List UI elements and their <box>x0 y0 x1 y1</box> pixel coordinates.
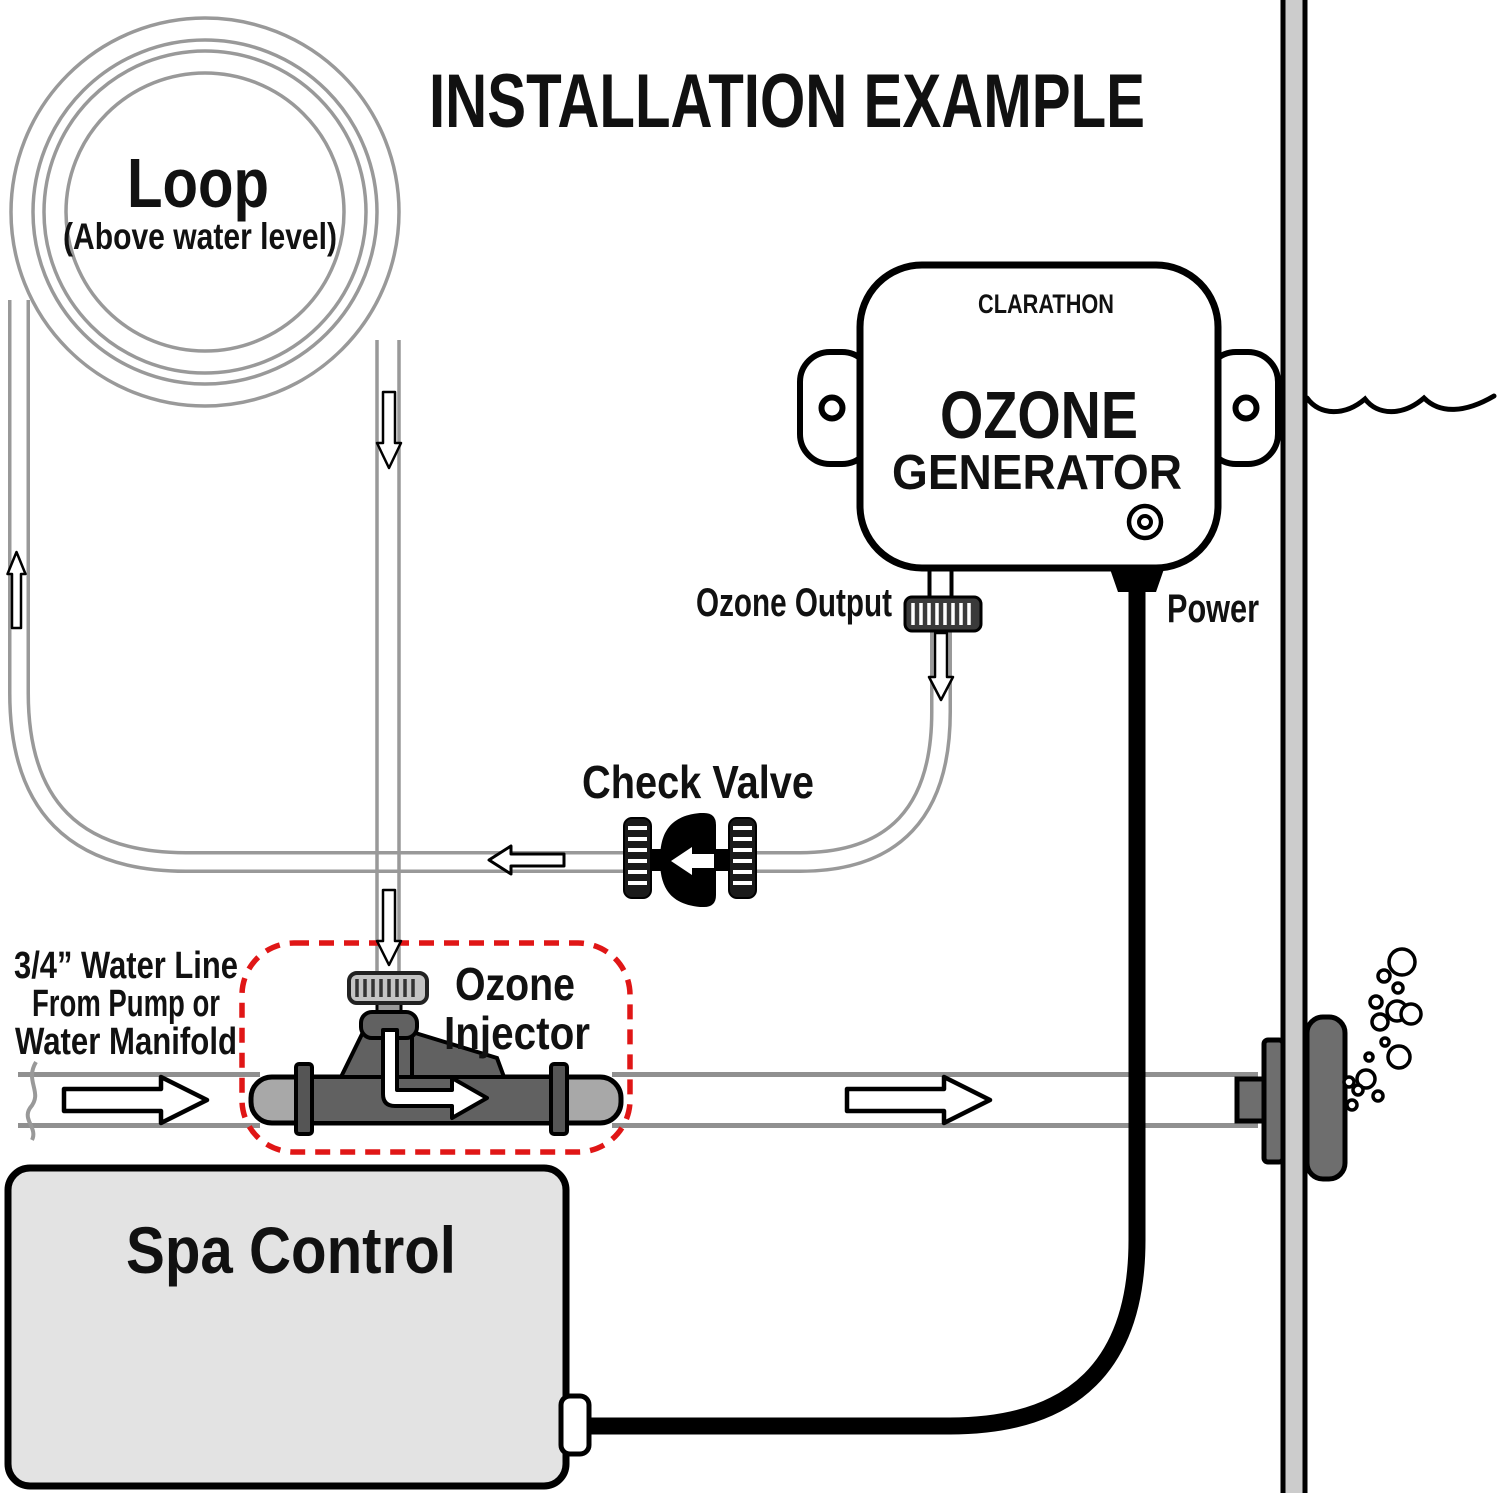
check-valve <box>623 813 757 907</box>
pipe-flow-arrow-left-icon <box>61 1074 210 1126</box>
injector-label-line2: Injector <box>444 1007 590 1059</box>
bubbles-icon <box>1342 947 1423 1112</box>
check-valve-label: Check Valve <box>582 756 814 808</box>
check-valve-barb-left <box>623 817 652 899</box>
injector-barb-icon <box>347 971 429 1005</box>
water-line-label-line3: Water Manifold <box>15 1021 237 1063</box>
generator-name-line2: GENERATOR <box>892 446 1182 500</box>
water-line-label-line2: From Pump or <box>32 983 220 1025</box>
ozone-output-label: Ozone Output <box>696 581 892 625</box>
generator-brand-label: CLARATHON <box>978 289 1114 319</box>
injector-flange-right <box>549 1062 569 1136</box>
tubing-loop-coil <box>9 16 401 408</box>
down-arrow-icon <box>375 888 403 967</box>
generator-body <box>856 261 1222 572</box>
down-arrow-icon <box>927 631 955 702</box>
pipe-break-mark <box>25 1060 38 1141</box>
power-connector <box>1110 569 1164 592</box>
ozone-generator <box>797 261 1281 600</box>
mount-hole-left <box>818 394 846 422</box>
mount-hole-right <box>1232 394 1260 422</box>
spa-control <box>4 1164 592 1490</box>
power-cable <box>587 588 1146 1435</box>
loop-sublabel: (Above water level) <box>63 216 337 257</box>
check-valve-flow-arrow-icon <box>671 847 714 875</box>
tube-checkvalve-to-generator <box>754 626 952 873</box>
tube-loop-left <box>8 300 629 873</box>
spa-wall <box>1280 0 1308 1493</box>
flow-arrow-left-icon <box>487 844 566 876</box>
injector-flange-left <box>294 1062 314 1136</box>
injector-flow-arrow-icon <box>381 1028 489 1120</box>
water-level-line <box>1304 393 1497 415</box>
wall-jet-fitting <box>1234 1014 1348 1182</box>
loop-label: Loop <box>127 144 269 222</box>
spa-control-label: Spa Control <box>126 1213 456 1287</box>
down-arrow-icon <box>375 390 403 470</box>
water-line-label-line1: 3/4” Water Line <box>14 945 238 987</box>
check-valve-barb-right <box>728 817 757 899</box>
injector-label-line1: Ozone <box>455 958 575 1010</box>
page-title: INSTALLATION EXAMPLE <box>429 59 1145 144</box>
power-label: Power <box>1167 587 1259 631</box>
tube-direction-arrows <box>6 390 955 967</box>
generator-name-line1: OZONE <box>940 378 1138 453</box>
pipe-flow-arrow-right-icon <box>844 1074 993 1126</box>
up-arrow-icon <box>6 550 27 630</box>
cable-connector-stub <box>558 1393 592 1457</box>
ozone-injector <box>248 971 624 1136</box>
ozone-output-barb-icon <box>903 595 983 633</box>
